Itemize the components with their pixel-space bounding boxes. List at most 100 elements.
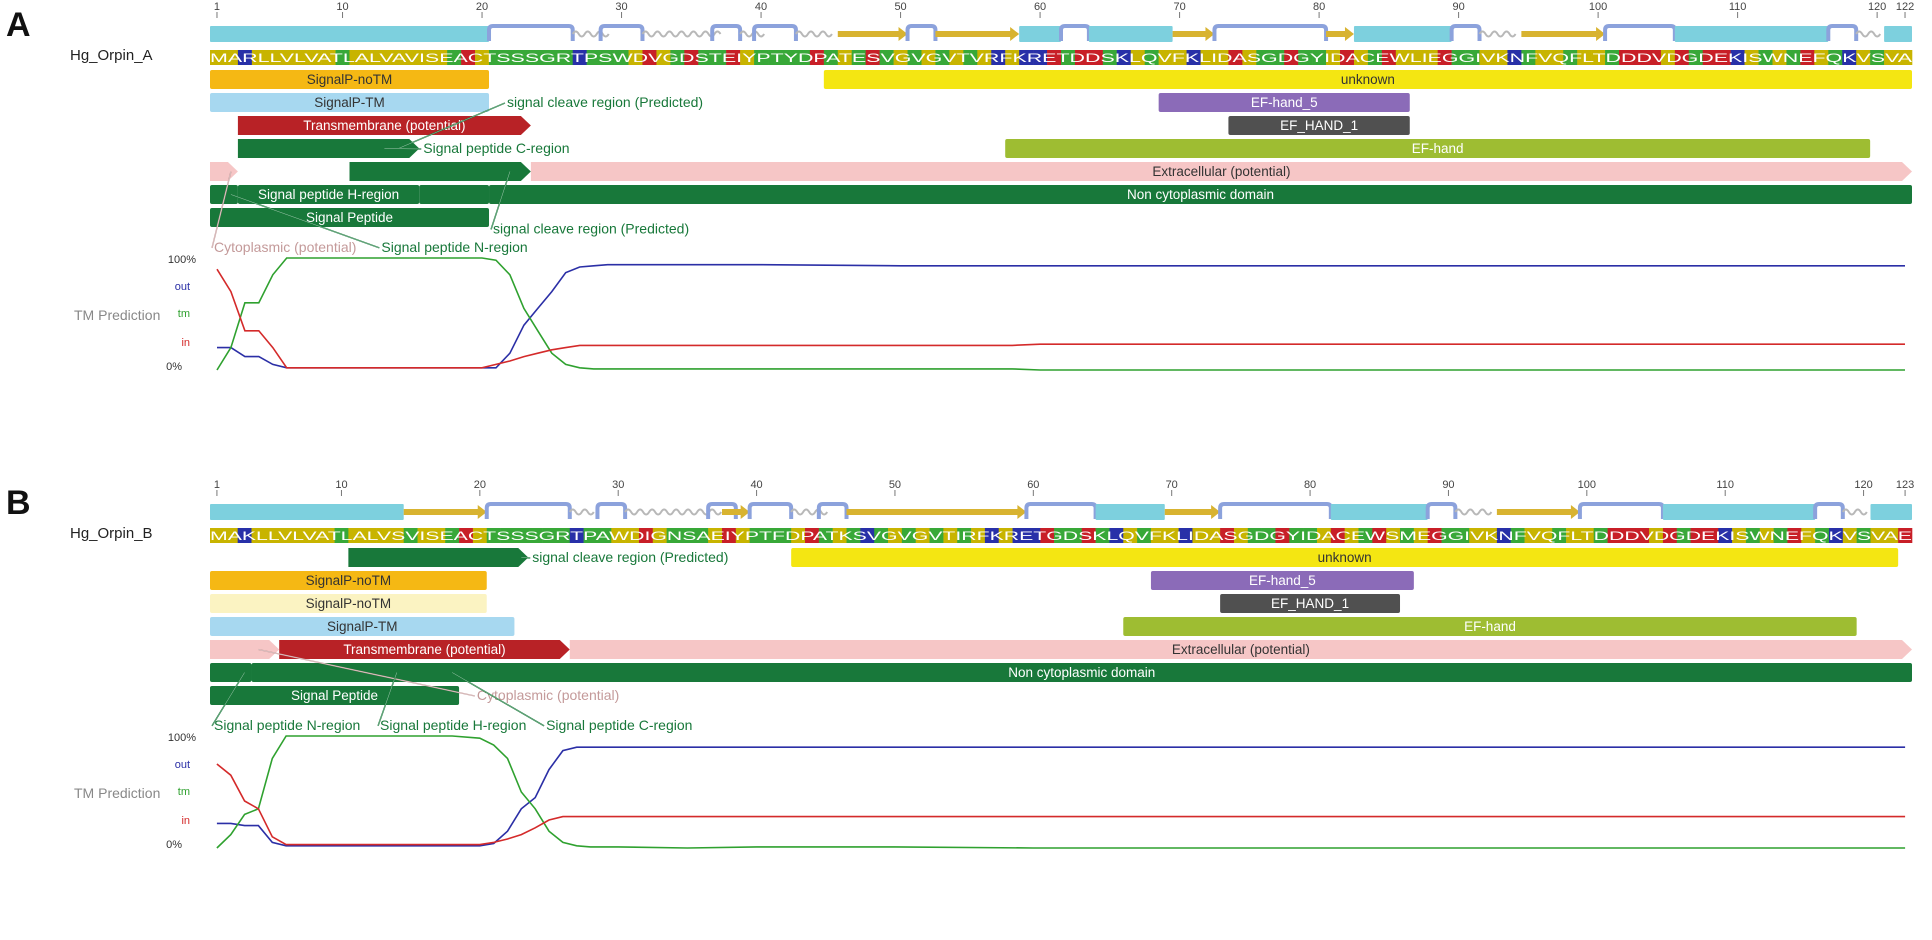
callout-label: Signal peptide C-region <box>423 140 569 156</box>
residue-cell <box>642 50 657 65</box>
feature-label: unknown <box>1341 72 1395 87</box>
residue-cell <box>656 50 671 65</box>
residue-cell <box>1593 528 1608 543</box>
callout-label: signal cleave region (Predicted) <box>507 94 703 110</box>
residue-cell <box>907 50 922 65</box>
ruler-tick-label: 50 <box>889 479 901 491</box>
residue-cell <box>433 50 448 65</box>
tm-out-label: out <box>175 759 190 771</box>
residue-cell <box>735 528 750 543</box>
feature-bar <box>210 617 515 636</box>
residue-cell <box>1635 528 1650 543</box>
residue-cell <box>1400 528 1415 543</box>
ruler-tick-label: 40 <box>750 479 762 491</box>
residue-cell <box>1409 50 1425 65</box>
feature-bar <box>210 686 460 705</box>
residue-cell <box>251 528 266 543</box>
ruler-tick-label: 30 <box>612 479 624 491</box>
residue-cell <box>935 50 950 65</box>
helix-element <box>1884 26 1912 42</box>
residue-cell <box>1284 50 1299 65</box>
tm-title: TM Prediction <box>74 785 160 801</box>
residue-cell <box>998 528 1013 543</box>
residue-cell <box>223 50 239 65</box>
feature-bar <box>210 185 238 204</box>
tm-axis-top-label: 100% <box>168 732 196 744</box>
feature-bar <box>348 548 529 567</box>
residue-cell <box>1026 528 1041 543</box>
residue-cell <box>1552 528 1567 543</box>
feature-label: Signal Peptide <box>291 688 378 703</box>
ruler-tick-label: 122 <box>1896 1 1914 13</box>
helix-element <box>1019 26 1061 42</box>
coil-element <box>1841 508 1868 516</box>
residue-cell <box>1326 50 1341 65</box>
tm-axis-bottom-label: 0% <box>166 361 182 373</box>
residue-cell <box>1566 528 1581 543</box>
residue-cell <box>893 50 908 65</box>
callout-label: Cytoplasmic (potential) <box>477 687 619 703</box>
residue-cell <box>1303 528 1318 543</box>
callout-leader-highlight <box>258 649 475 697</box>
residue-cell <box>1353 50 1369 65</box>
tm-series-in <box>216 763 1906 846</box>
protein-name: Hg_Orpin_A <box>70 47 153 64</box>
ruler-tick-label: 60 <box>1034 1 1046 13</box>
coil-element <box>1855 30 1882 38</box>
residue-cell <box>977 50 992 65</box>
residue-cell <box>1605 50 1620 65</box>
residue-cell <box>1800 50 1815 65</box>
helix-element <box>1662 504 1816 520</box>
callout-label: signal cleave region (Predicted) <box>493 221 689 237</box>
callout-leader-highlight <box>211 171 232 248</box>
residue-cell <box>1579 528 1595 543</box>
residue-cell <box>1451 50 1466 65</box>
residue-cell <box>832 528 847 543</box>
residue-cell <box>1870 528 1885 543</box>
residue-cell <box>569 528 584 543</box>
residue-cell <box>1116 50 1132 65</box>
residue-cell <box>777 528 792 543</box>
coil-element <box>571 30 610 38</box>
residue-cell <box>1261 528 1276 543</box>
residue-cell <box>335 50 350 65</box>
residue-cell <box>502 50 518 65</box>
residue-cell <box>1102 50 1118 65</box>
feature-label: SignalP-noTM <box>307 72 393 87</box>
residue-cell <box>265 528 280 543</box>
residue-cell <box>1137 528 1152 543</box>
feature-label: SignalP-noTM <box>306 573 392 588</box>
panel-letter: B <box>6 484 31 522</box>
residue-cell <box>586 50 601 65</box>
turn-element <box>598 24 645 41</box>
coil-element <box>795 30 833 38</box>
residue-cell <box>809 50 825 65</box>
residue-cell <box>1047 50 1062 65</box>
residue-cell <box>929 528 944 543</box>
residue-cell <box>1372 528 1387 543</box>
ruler-tick-label: 110 <box>1729 1 1747 13</box>
turn-element <box>1425 502 1458 519</box>
helix-element <box>210 504 404 520</box>
feature-label: Signal peptide H-region <box>258 187 399 202</box>
ruler-tick-label: 1 <box>214 479 220 491</box>
tm-out-label: out <box>175 281 190 293</box>
feature-bar <box>210 162 238 181</box>
residue-cell <box>1842 50 1857 65</box>
strand-element <box>721 505 750 519</box>
residue-cell <box>1744 50 1759 65</box>
feature-label: EF-hand_5 <box>1249 573 1316 588</box>
residue-cell <box>1507 50 1522 65</box>
residue-cell <box>528 528 543 543</box>
ruler-tick-label: 10 <box>336 1 348 13</box>
residue-cell <box>1577 50 1592 65</box>
feature-label: SignalP-TM <box>314 95 385 110</box>
feature-bar <box>791 548 1899 567</box>
ruler-tick-label: 123 <box>1896 479 1914 491</box>
residue-cell <box>544 50 560 65</box>
feature-bar <box>489 185 1913 204</box>
feature-bar <box>419 185 490 204</box>
strand-element <box>1172 27 1215 41</box>
residue-cell <box>419 50 434 65</box>
residue-cell <box>708 528 723 543</box>
